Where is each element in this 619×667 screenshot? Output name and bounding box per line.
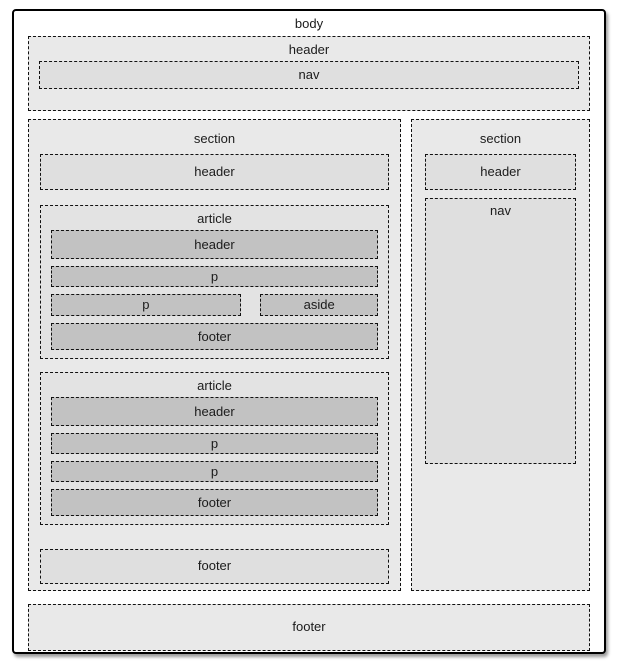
sidebar-nav-box: nav — [425, 198, 576, 464]
article-label: article — [197, 378, 232, 393]
aside-box: aside — [260, 294, 378, 316]
sidebar-header-box: header — [425, 154, 576, 190]
article-paragraph-label: p — [142, 297, 150, 312]
content-section-box: section header article header p p — [28, 119, 401, 591]
sidebar-header-label: header — [480, 164, 521, 179]
content-section-header-label: header — [194, 164, 235, 179]
article-paragraph-box: p — [51, 294, 241, 316]
body-box: body header nav section header article h… — [12, 9, 606, 654]
content-section-footer-label: footer — [197, 558, 232, 573]
article-gap — [40, 359, 389, 372]
page-header-label: header — [288, 42, 330, 57]
aside-label: aside — [303, 297, 335, 312]
article-paragraph-label: p — [210, 436, 219, 451]
article-footer-label: footer — [197, 329, 232, 344]
article-header-box: header — [51, 397, 378, 426]
content-section-header-box: header — [40, 154, 389, 190]
body-label: body — [294, 16, 324, 31]
sidebar-section-box: section header nav — [411, 119, 590, 591]
article-paragraph-box: p — [51, 433, 378, 454]
article-paragraph-label: p — [210, 464, 219, 479]
article-paragraph-box: p — [51, 461, 378, 482]
page-header-nav-label: nav — [298, 67, 320, 82]
page-header-nav-box: nav — [39, 61, 579, 89]
article-label: article — [197, 211, 232, 226]
article-header-label: header — [194, 404, 235, 419]
content-section-label: section — [193, 131, 236, 146]
article-paragraph-label: p — [210, 269, 219, 284]
page-footer-box: footer — [28, 604, 590, 651]
article-footer-box: footer — [51, 323, 378, 350]
article-box-2: article header p p footer — [40, 372, 389, 525]
article-header-box: header — [51, 230, 378, 259]
article-box-1: article header p p aside — [40, 205, 389, 359]
content-section-footer-box: footer — [40, 549, 389, 584]
article-footer-label: footer — [197, 495, 232, 510]
page-footer-label: footer — [292, 619, 326, 634]
sidebar-section-label: section — [479, 131, 522, 146]
article-paragraph-aside-row: p aside — [51, 294, 378, 316]
main-columns: section header article header p p — [28, 119, 590, 591]
article-paragraph-box: p — [51, 266, 378, 287]
article-footer-box: footer — [51, 489, 378, 516]
page-header-box: header nav — [28, 36, 590, 111]
sidebar-nav-label: nav — [490, 203, 511, 218]
article-header-label: header — [194, 237, 235, 252]
